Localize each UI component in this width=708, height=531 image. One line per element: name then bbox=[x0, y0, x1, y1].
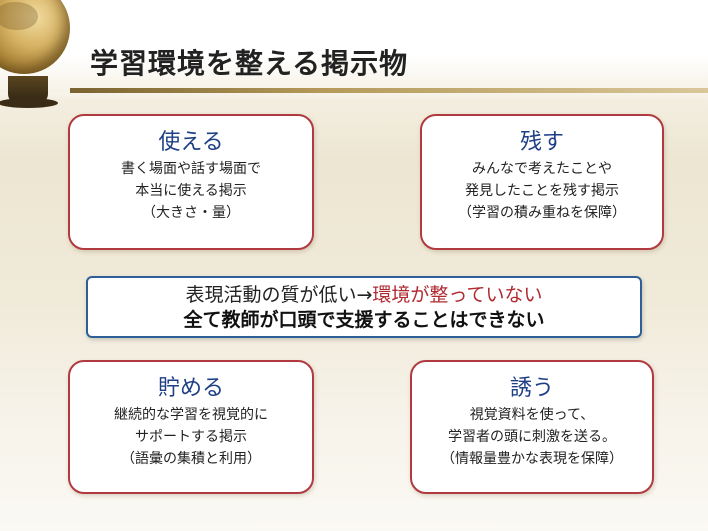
card-line: （情報量豊かな表現を保障） bbox=[441, 451, 623, 467]
globe-stand bbox=[0, 76, 58, 108]
center-statement-prefix: 表現活動の質が低い→ bbox=[185, 284, 373, 306]
card-tameru: 貯める 継続的な学習を視覚的に サポートする掲示 （語彙の集積と利用） bbox=[68, 360, 314, 494]
card-heading: 誘う bbox=[509, 376, 554, 401]
card-line: 本当に使える掲示 bbox=[135, 183, 247, 199]
center-statement-box: 表現活動の質が低い→環境が整っていない 全て教師が口頭で支援することはできない bbox=[86, 276, 642, 338]
center-statement-accent: 環境が整っていない bbox=[372, 284, 543, 306]
card-nokosu: 残す みんなで考えたことや 発見したことを残す掲示 （学習の積み重ねを保障） bbox=[420, 114, 664, 250]
card-heading: 貯める bbox=[157, 376, 224, 401]
card-line: みんなで考えたことや bbox=[472, 161, 612, 177]
card-line: 学習者の頭に刺激を送る。 bbox=[448, 429, 616, 445]
card-line: サポートする掲示 bbox=[135, 429, 247, 445]
header-rule bbox=[70, 88, 708, 93]
card-line: （学習の積み重ねを保障） bbox=[458, 205, 626, 221]
header-band bbox=[0, 0, 708, 92]
card-line: 視覚資料を使って、 bbox=[469, 407, 595, 423]
card-heading: 残す bbox=[519, 130, 564, 155]
card-line: （大きさ・量） bbox=[142, 205, 240, 221]
slide-title: 学習環境を整える掲示物 bbox=[90, 47, 409, 80]
card-sasou: 誘う 視覚資料を使って、 学習者の頭に刺激を送る。 （情報量豊かな表現を保障） bbox=[410, 360, 654, 494]
card-line: （語彙の集積と利用） bbox=[121, 451, 261, 467]
card-heading: 使える bbox=[158, 130, 224, 155]
card-line: 書く場面や話す場面で bbox=[121, 161, 261, 177]
center-statement-line2: 全て教師が口頭で支援することはできない bbox=[183, 309, 545, 331]
card-line: 発見したことを残す掲示 bbox=[465, 183, 619, 199]
card-tsukaeru: 使える 書く場面や話す場面で 本当に使える掲示 （大きさ・量） bbox=[68, 114, 314, 250]
card-line: 継続的な学習を視覚的に bbox=[114, 407, 268, 423]
center-statement-line1: 表現活動の質が低い→環境が整っていない bbox=[88, 283, 640, 308]
